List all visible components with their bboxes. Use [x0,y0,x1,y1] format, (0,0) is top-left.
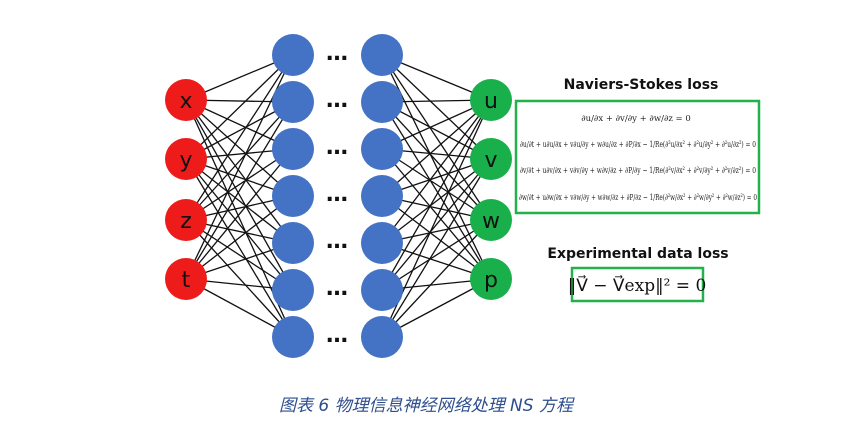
ns-equation-continuity: ∂u/∂x + ∂v/∂y + ∂w/∂z = 0 [581,114,691,124]
ns-loss-box [514,99,761,215]
input-label-y: y [179,148,192,173]
connection-line [185,219,294,338]
connection-line [185,195,294,280]
ns-equation-y-momentum: ∂v/∂t + u∂v/∂x + v∂v/∂y + w∂v/∂z + ∂P/∂y… [520,165,756,176]
ns-loss-title: Naviers-Stokes loss [564,77,719,93]
output-node-u [470,79,512,121]
connection-line [185,148,294,280]
connection-line [185,101,294,221]
connection-line [381,99,492,291]
connection-line [381,158,492,338]
input-label-x: x [179,89,192,114]
output-label-v: v [484,148,497,173]
layer-ellipsis: … [326,41,349,66]
hidden-layer2-node [361,128,403,170]
network-nodes: x y z t u v w p [165,34,512,358]
hidden-layer2-node [361,222,403,264]
output-node-p [470,258,512,300]
ns-equation-x-momentum: ∂u/∂t + u∂u/∂x + v∂u/∂y + w∂u/∂z + ∂P/∂x… [520,139,756,150]
exp-loss-equation: ‖V⃗ − V⃗exp‖² = 0 [568,275,707,296]
connection-line [185,148,294,221]
connection-line [381,158,492,291]
input-node-x [165,79,207,121]
connection-line [381,219,492,291]
connection-line [381,195,492,280]
input-label-t: t [182,268,191,293]
connection-line [185,99,294,244]
connection-line [381,99,492,244]
layer-ellipsis: … [326,229,349,254]
connection-line [185,101,294,280]
exp-loss-title: Experimental data loss [547,246,728,262]
layer-ellipsis: … [326,88,349,113]
connection-line [381,101,492,280]
hidden-layer2-node [361,34,403,76]
input-node-t [165,258,207,300]
hidden-layer1-node [272,175,314,217]
layer-ellipsis: … [326,276,349,301]
connection-line [185,99,294,291]
hidden-layer1-node [272,222,314,264]
input-node-z [165,199,207,241]
connection-line [381,101,492,221]
hidden-layer1-node [272,269,314,311]
hidden-layer2-node [361,269,403,311]
pinn-diagram: … … … … … … … x y z t u v w p Naviers-Stokes loss ∂u/… [165,34,761,358]
figure-caption: 图表 6 物理信息神经网络处理 NS 方程 [279,396,573,416]
output-label-p: p [484,268,498,293]
connection-line [381,148,492,280]
layer-ellipsis-group: … … … … … … … [326,41,349,348]
connection-line [381,158,492,244]
hidden-layer1-node [272,128,314,170]
output-node-v [470,138,512,180]
hidden-layer2-node [361,81,403,123]
connection-line [185,54,294,221]
output-label-u: u [484,89,498,114]
connection-line [381,99,492,197]
connection-line [381,148,492,221]
hidden-layer2-node [361,175,403,217]
layer-ellipsis: … [326,323,349,348]
input-node-y [165,138,207,180]
hidden-layer1-node [272,81,314,123]
layer-ellipsis: … [326,135,349,160]
hidden-layer1-node [272,34,314,76]
connection-line [185,219,294,291]
connection-line [185,54,294,160]
exp-loss-box [570,266,705,303]
connection-line [185,99,294,197]
connection-line [185,158,294,291]
hidden-layer2-node [361,316,403,358]
connection-line [381,219,492,338]
ns-equation-z-momentum: ∂w/∂t + u∂w/∂x + v∂w/∂y + w∂w/∂z + ∂P/∂z… [519,192,757,203]
output-label-w: w [482,209,500,234]
output-node-w [470,199,512,241]
input-label-z: z [180,209,192,234]
connection-line [381,54,492,221]
connection-line [185,158,294,338]
layer-ellipsis: … [326,182,349,207]
connection-line [381,54,492,160]
connection-line [185,158,294,244]
hidden-layer1-node [272,316,314,358]
